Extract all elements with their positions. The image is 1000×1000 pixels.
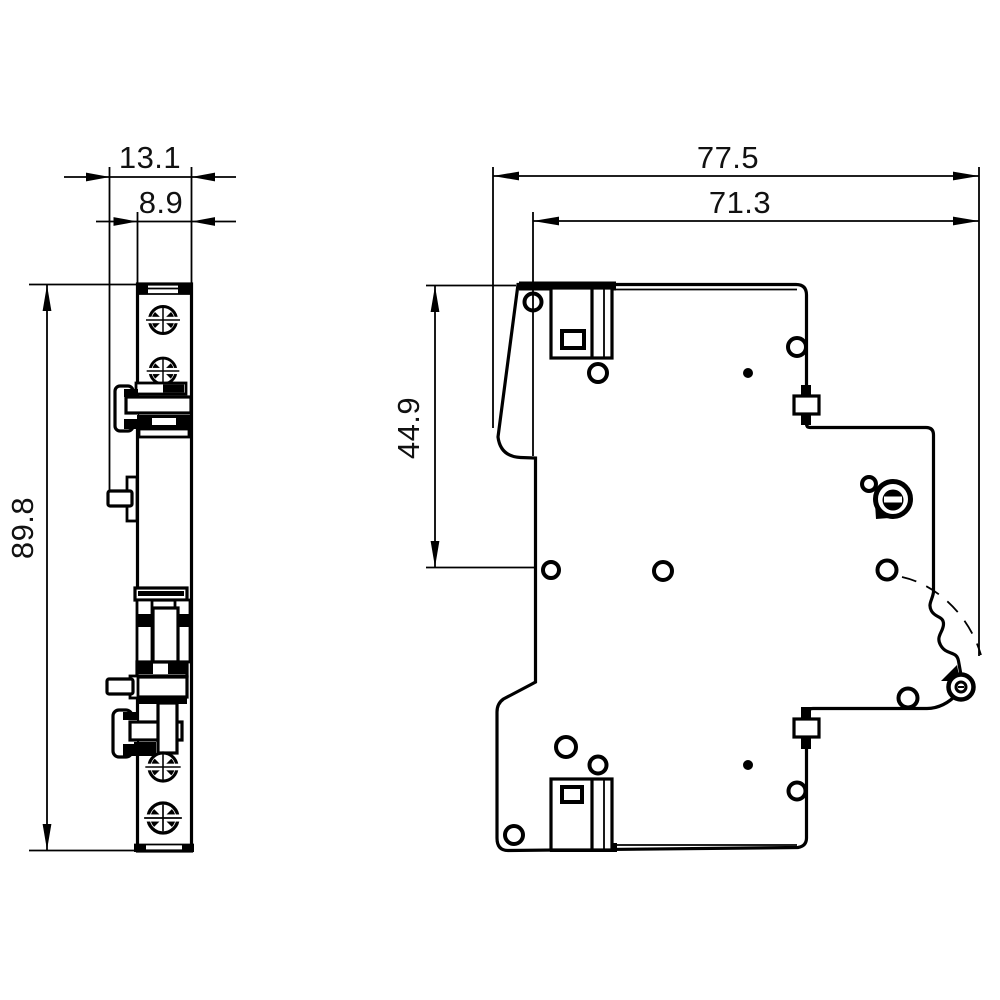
dim-label-side-total-depth: 77.5 <box>697 140 759 175</box>
front-lower-terminal <box>111 701 184 759</box>
side-top-thick-bar <box>519 281 616 291</box>
dim-label-body-height: 89.8 <box>5 497 40 559</box>
side-lower-terminal <box>549 777 614 852</box>
dim-label-front-total-width: 13.1 <box>119 140 181 175</box>
front-lower-pin <box>105 674 140 700</box>
side-upper-terminal <box>549 286 614 360</box>
side-body-outline <box>495 282 963 853</box>
front-bottom-notch-left <box>134 844 146 852</box>
front-top-notch-left <box>139 285 148 294</box>
dimension-front-body-width: 8.9 <box>96 185 236 285</box>
dimension-body-height: 89.8 <box>5 283 136 852</box>
front-upper-pin <box>106 475 139 523</box>
latch-swing-arc <box>901 576 982 656</box>
dim-label-front-section-height: 44.9 <box>391 397 426 459</box>
front-middle-block <box>133 586 192 704</box>
dimension-front-total-width: 13.1 <box>64 140 236 490</box>
toggle-knob <box>860 475 913 519</box>
front-bottom-notch-right <box>182 844 194 852</box>
dimension-side-body-depth: 71.3 <box>532 185 979 456</box>
dimension-side-total-depth: 77.5 <box>492 140 980 656</box>
side-view <box>495 281 982 853</box>
front-view <box>105 282 194 853</box>
din-clip-tab-top <box>792 385 821 425</box>
din-clip-tab-bottom <box>792 707 821 749</box>
front-top-notch-right <box>178 285 191 294</box>
front-upper-terminal <box>113 381 193 439</box>
dim-label-front-body-width: 8.9 <box>139 185 184 220</box>
latch-pivot <box>941 665 976 702</box>
dimension-front-section-height: 44.9 <box>391 284 535 569</box>
dim-label-side-body-depth: 71.3 <box>709 185 771 220</box>
mounting-holes <box>503 291 920 846</box>
